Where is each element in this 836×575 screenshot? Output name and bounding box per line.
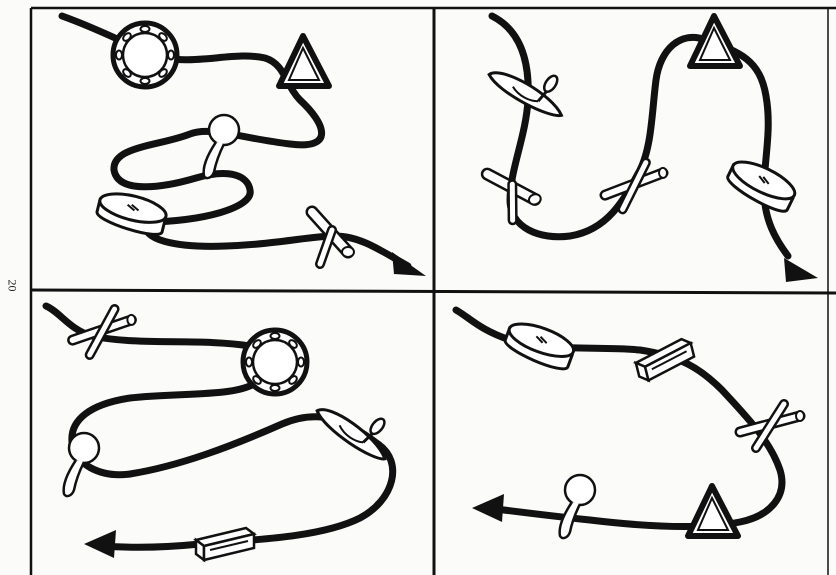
triangle-icon — [279, 36, 329, 86]
arrow-icon — [392, 252, 426, 276]
panel-top-right — [483, 12, 818, 282]
wood-block-icon — [631, 335, 699, 384]
hand-drum-icon — [722, 153, 802, 217]
path-line — [58, 12, 412, 270]
maraca-icon — [202, 113, 241, 180]
arrow-icon — [84, 530, 116, 558]
path-line — [42, 302, 397, 551]
rhythm-sticks-icon — [740, 404, 804, 448]
arrow-icon — [784, 258, 818, 282]
arrow-icon — [472, 494, 504, 522]
wood-block-icon — [194, 526, 256, 562]
tambourine-icon — [243, 330, 307, 394]
rhythm-sticks-icon — [71, 308, 138, 356]
path-line — [488, 12, 792, 260]
rhythm-sticks-icon — [602, 161, 670, 211]
maraca-icon — [558, 473, 597, 540]
panel-frame — [29, 6, 836, 575]
panel-top-left — [58, 12, 426, 276]
hand-drum-icon — [500, 315, 579, 374]
tambourine-icon — [113, 23, 177, 87]
panel-bottom-left — [42, 302, 400, 562]
triangle-icon — [688, 486, 738, 536]
page-number: 20 — [5, 279, 20, 292]
maraca-icon — [62, 431, 101, 498]
hand-drum-icon — [93, 186, 171, 239]
panel-bottom-right — [452, 306, 804, 540]
